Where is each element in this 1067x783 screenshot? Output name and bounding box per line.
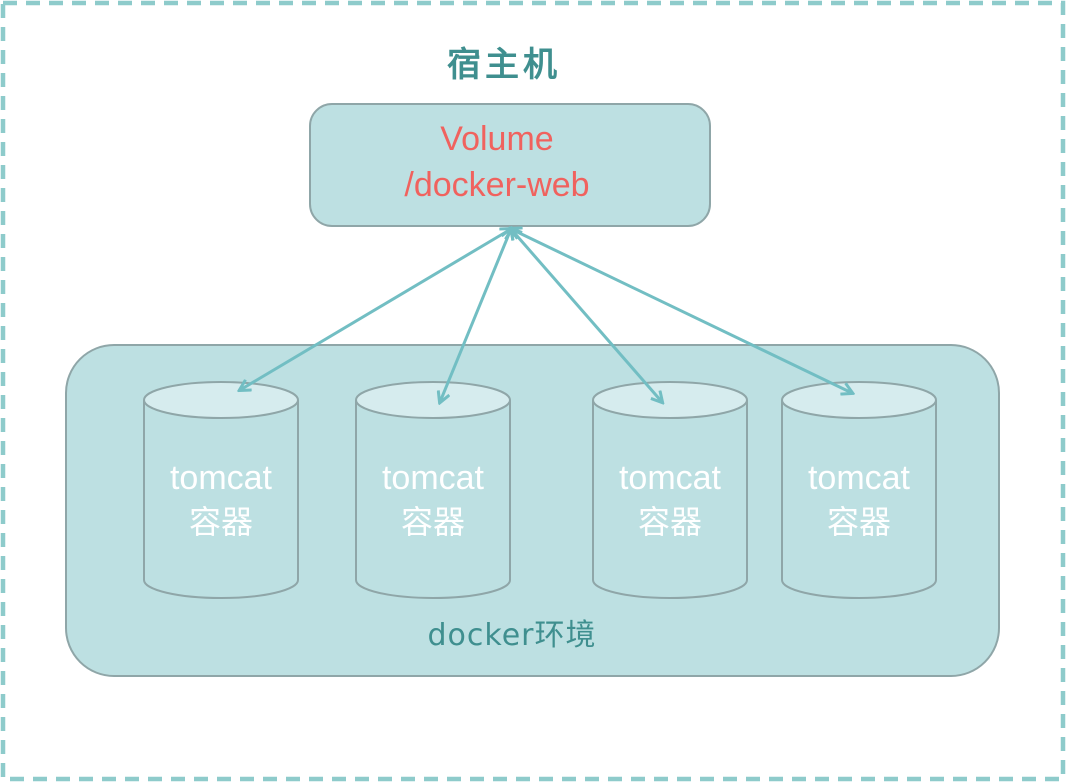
container-2-name: tomcat [382,459,485,497]
container-3: tomcat 容器 [592,381,748,599]
container-4-name: tomcat [808,459,911,497]
volume-box: Volume /docker-web [309,103,711,227]
container-1-name: tomcat [170,459,273,497]
volume-label: Volume [440,120,553,158]
mount-arrow-4 [511,229,852,393]
host-title: 宿主机 [447,45,561,85]
container-1: tomcat 容器 [143,381,299,599]
container-4-sub: 容器 [827,503,891,541]
docker-environment-label: docker环境 [428,618,597,653]
mount-arrow-2 [440,229,511,402]
container-4: tomcat 容器 [781,381,937,599]
container-1-sub: 容器 [189,503,253,541]
container-3-name: tomcat [619,459,722,497]
volume-path: /docker-web [404,166,589,204]
container-2: tomcat 容器 [355,381,511,599]
container-3-sub: 容器 [638,503,702,541]
container-2-sub: 容器 [401,503,465,541]
docker-environment: docker环境 [65,344,1000,677]
mount-arrows [240,229,852,402]
